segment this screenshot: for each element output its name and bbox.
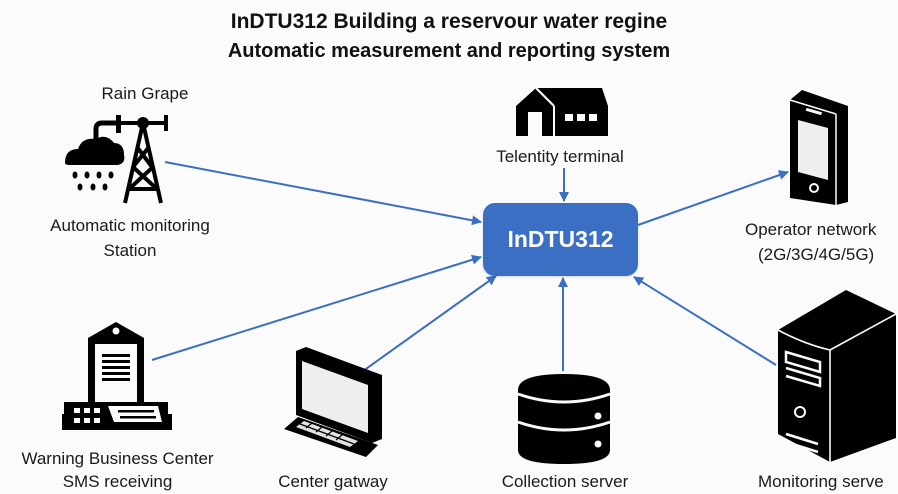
gateway-label: Center gatway (278, 472, 388, 491)
link-gateway-to-hub (362, 275, 497, 372)
monitoring-label: Monitoring serve (758, 472, 884, 491)
link-warning-center-to-hub (151, 254, 482, 361)
link-monitoring-to-hub (633, 276, 777, 366)
database-icon (517, 374, 611, 464)
collection-label: Collection server (501, 472, 629, 491)
laptop-icon (284, 347, 382, 457)
link-rain-station-to-hub (164, 161, 482, 226)
rain-station-label-line1: Automatic monitoring (50, 216, 210, 235)
hub-indtu312[interactable]: InDTU312 (483, 203, 638, 276)
house-icon (516, 87, 608, 136)
rain-tower-icon (65, 115, 168, 204)
link-hub-to-operator (637, 170, 789, 226)
diagram-title: InDTU312 Building a reservour water regi… (230, 10, 668, 33)
mobile-phone-icon (789, 90, 848, 205)
warning-center-label-line1: Warning Business Center (21, 449, 214, 468)
operator-label-line1: Operator network (745, 220, 877, 239)
server-tower-icon (777, 290, 897, 462)
telemetry-label: Telentity terminal (496, 147, 624, 166)
sms-terminal-icon (62, 322, 172, 430)
rain-station-label-line2: Station (103, 241, 157, 260)
operator-label-line2: (2G/3G/4G/5G) (758, 245, 875, 264)
warning-center-label-line2: SMS receiving (62, 472, 173, 491)
diagram-subtitle: Automatic measurement and reporting syst… (227, 40, 671, 62)
hub-label: InDTU312 (507, 226, 614, 252)
rain-station-top-label: Rain Grape (101, 84, 189, 103)
